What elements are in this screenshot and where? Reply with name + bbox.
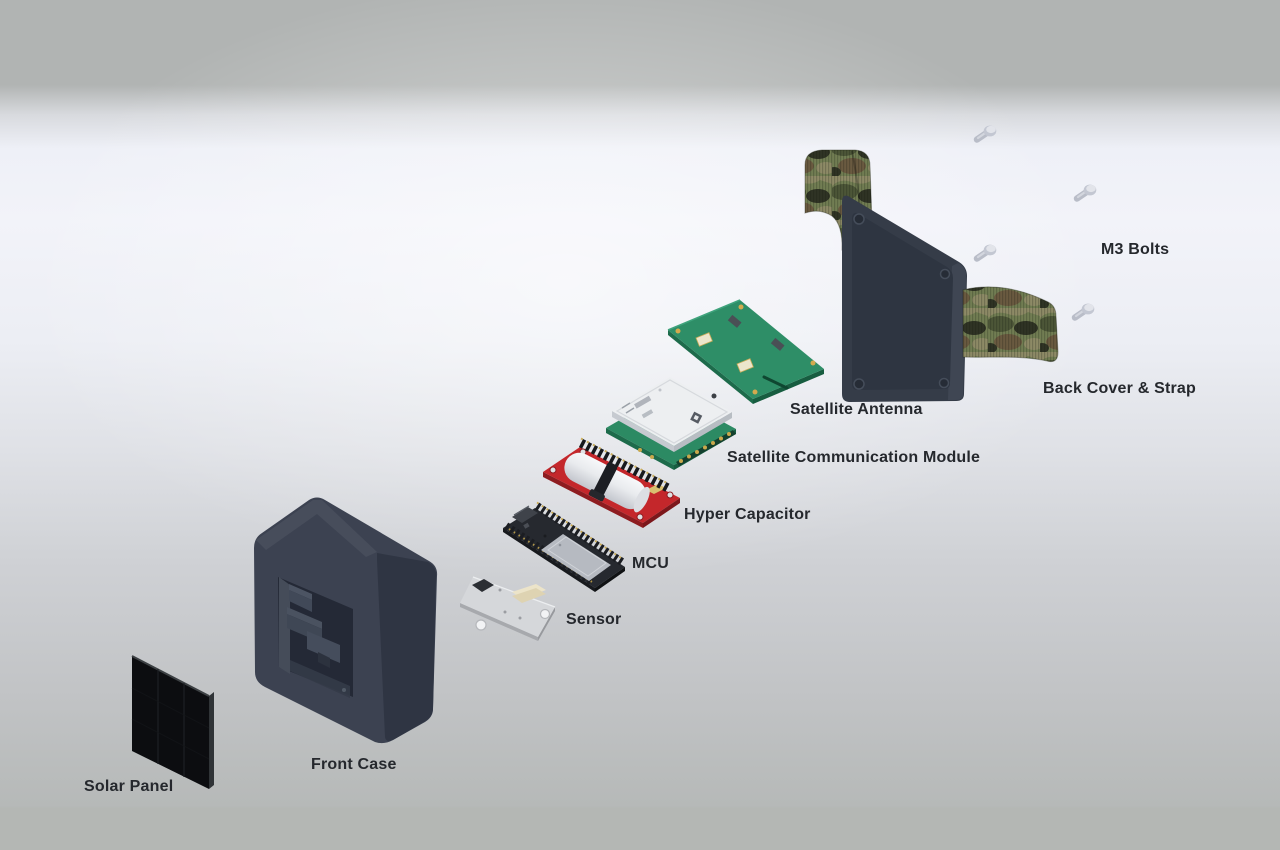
front-case-graphic [254,497,438,744]
sensor-graphic [460,576,556,641]
label-m3-bolts: M3 Bolts [1101,241,1170,258]
label-solar-panel: Solar Panel [84,778,174,795]
label-satellite-communication-module: Satellite Communication Module [727,449,981,466]
satellite-antenna-graphic [667,299,824,404]
m3-bolt [1075,304,1094,318]
m3-bolt [977,126,996,140]
label-hyper-capacitor: Hyper Capacitor [684,506,811,523]
back-cover-graphic [842,195,967,402]
label-sensor: Sensor [566,611,622,628]
hyper-capacitor-graphic [543,437,680,528]
label-back-cover-strap: Back Cover & Strap [1043,380,1196,397]
label-front-case: Front Case [311,756,397,773]
label-satellite-antenna: Satellite Antenna [790,401,923,418]
m3-bolt [977,245,996,259]
mcu-graphic [503,501,625,592]
m3-bolt [1077,185,1096,199]
satellite-communication-module-graphic [606,377,736,470]
label-mcu: MCU [632,555,670,572]
solar-panel-graphic [131,655,214,789]
strap-bottom-graphic [962,286,1059,363]
